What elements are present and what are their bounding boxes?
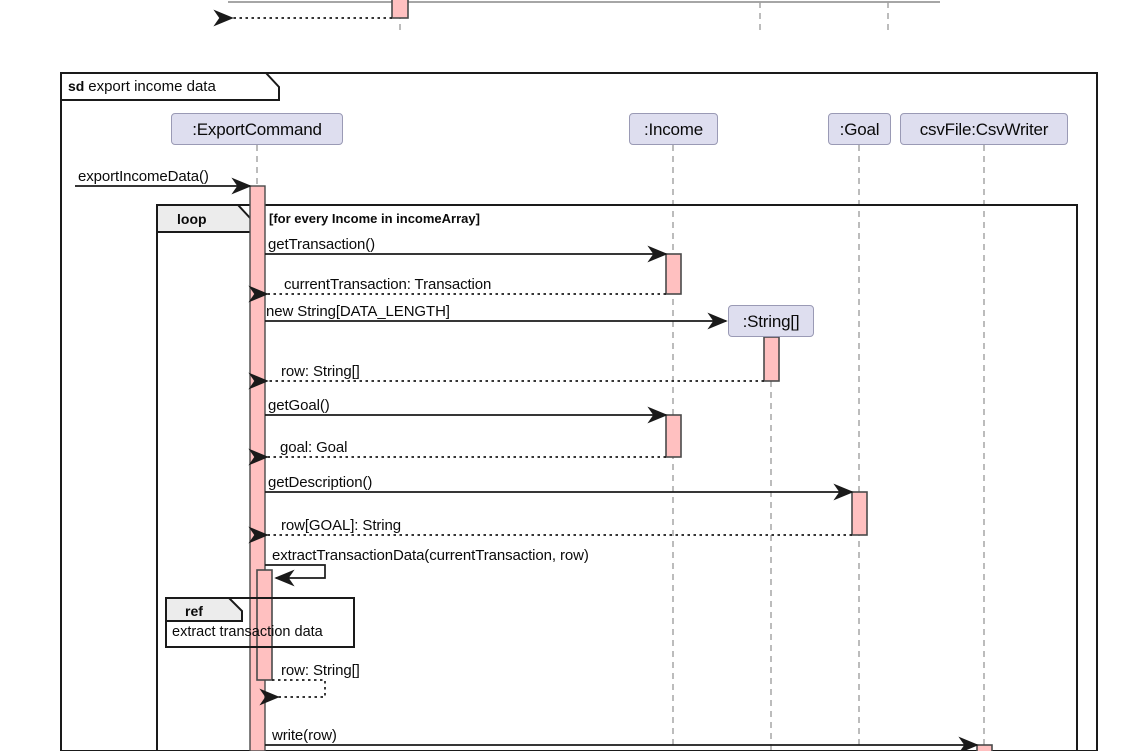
message-label-exportIncomeData: exportIncomeData() bbox=[78, 168, 209, 185]
loop-guard-text: [for every Income in incomeArray] bbox=[269, 211, 480, 226]
ref-fragment-frame bbox=[165, 597, 355, 648]
activation-goal-1 bbox=[851, 491, 868, 536]
message-label-getTransaction: getTransaction() bbox=[268, 236, 375, 253]
ref-keyword-text: ref bbox=[185, 603, 203, 619]
ref-fragment-keyword: ref bbox=[185, 603, 203, 619]
ref-body-label: extract transaction data bbox=[172, 624, 323, 640]
participant-export-command[interactable]: :ExportCommand bbox=[171, 113, 343, 145]
clipped-previous-diagram bbox=[213, 0, 940, 30]
loop-keyword-text: loop bbox=[177, 211, 207, 227]
message-label-rowGOAL: row[GOAL]: String bbox=[281, 517, 401, 534]
activation-string-array-1 bbox=[763, 336, 780, 382]
participant-csvfile[interactable]: csvFile:CsvWriter bbox=[900, 113, 1068, 145]
participant-label: :String[] bbox=[742, 311, 800, 331]
sd-frame bbox=[60, 72, 1098, 751]
participant-label: :Income bbox=[643, 119, 704, 139]
arrow-row-String-self-return bbox=[259, 679, 326, 706]
label-text: goal: Goal bbox=[280, 439, 348, 456]
message-label-currentTransaction: currentTransaction: Transaction bbox=[284, 276, 491, 293]
participant-goal[interactable]: :Goal bbox=[828, 113, 891, 145]
sd-frame-label: sd export income data bbox=[68, 78, 216, 95]
participant-income[interactable]: :Income bbox=[629, 113, 718, 145]
label-text: getGoal() bbox=[268, 397, 330, 414]
message-label-goal-return: goal: Goal bbox=[280, 439, 347, 456]
label-text: row: String[] bbox=[281, 662, 360, 679]
arrow-extractTransactionData-self bbox=[265, 564, 326, 587]
message-label-extractTransactionData: extractTransactionData(currentTransactio… bbox=[272, 547, 589, 564]
label-text: getDescription() bbox=[268, 474, 373, 491]
loop-fragment-keyword: loop bbox=[177, 211, 207, 227]
message-label-getDescription: getDescription() bbox=[268, 474, 372, 491]
label-text: row: String[] bbox=[281, 363, 360, 380]
activation-csvfile-1 bbox=[976, 744, 993, 751]
label-text: extractTransactionData(currentTransactio… bbox=[272, 547, 589, 564]
label-text: new String[DATA_LENGTH] bbox=[266, 303, 450, 320]
participant-label: :ExportCommand bbox=[192, 119, 322, 139]
sd-frame-title: export income data bbox=[88, 78, 216, 95]
message-label-row-String-self: row: String[] bbox=[281, 662, 360, 679]
activation-income-2 bbox=[665, 414, 682, 458]
participant-label: csvFile:CsvWriter bbox=[919, 119, 1049, 139]
ref-fragment-body: extract transaction data bbox=[172, 624, 323, 640]
label-text: currentTransaction: Transaction bbox=[284, 276, 492, 293]
label-text: getTransaction() bbox=[268, 236, 376, 253]
loop-fragment-guard: [for every Income in incomeArray] bbox=[269, 211, 480, 226]
activation-income-1 bbox=[665, 253, 682, 295]
participant-string-array[interactable]: :String[] bbox=[728, 305, 814, 337]
message-label-row-String: row: String[] bbox=[281, 363, 360, 380]
label-text: exportIncomeData() bbox=[78, 168, 209, 185]
message-label-new-String: new String[DATA_LENGTH] bbox=[266, 303, 450, 320]
label-text: row[GOAL]: String bbox=[281, 517, 402, 534]
message-label-write-row: write(row) bbox=[272, 727, 337, 744]
message-label-getGoal: getGoal() bbox=[268, 397, 330, 414]
label-text: write(row) bbox=[272, 727, 337, 744]
sd-keyword: sd bbox=[68, 78, 85, 94]
participant-label: :Goal bbox=[839, 119, 880, 139]
